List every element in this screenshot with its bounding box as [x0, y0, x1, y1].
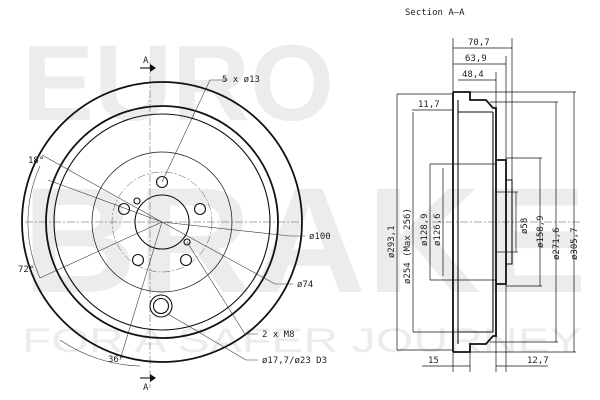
front-view: A A 5 x ø13 — [18, 56, 331, 393]
access-hole-outer — [149, 294, 173, 318]
thread-hole-2 — [183, 238, 191, 246]
bolt-hole-3 — [179, 253, 193, 267]
hub-face — [91, 151, 233, 293]
leader-angle-18 — [41, 154, 163, 223]
label-angle-72: 72° — [18, 265, 34, 275]
section-title: Section A–A — [405, 8, 465, 18]
pcd-circle — [111, 171, 213, 273]
section-marker-top: A — [143, 56, 149, 66]
leader-threads — [186, 241, 258, 335]
dim-126-6: ø126,6 — [433, 213, 443, 246]
bolt-hole-1 — [155, 175, 169, 189]
arc-36 — [59, 339, 141, 367]
watermark-line2: BRAKE — [22, 156, 587, 324]
arc-72 — [27, 165, 41, 279]
drum-outer-profile — [453, 91, 497, 353]
dim-254: ø254 (Max 256) — [403, 208, 413, 284]
bolt-hole-5 — [117, 202, 131, 216]
access-hole-inner — [152, 297, 170, 315]
leader-angle-18b — [47, 179, 163, 223]
leader-bolt-holes — [161, 79, 228, 183]
dim-305-7: ø305,7 — [570, 227, 580, 260]
center-bore — [134, 194, 190, 250]
thread-hole-1 — [133, 197, 141, 205]
dim-70-7: 70,7 — [468, 38, 490, 48]
label-d74: ø74 — [297, 280, 313, 290]
dim-271-6: ø271,6 — [552, 227, 562, 260]
dim-48-4: 48,4 — [462, 70, 484, 80]
bolt-hole-2 — [193, 202, 207, 216]
label-angle-36: 36° — [108, 355, 124, 365]
label-threads: 2 x M8 — [262, 330, 295, 340]
leader-access-hole — [167, 313, 258, 361]
watermark-tagline: FOR A SAFER JOURNEY — [22, 322, 582, 360]
leader-angle-72 — [39, 221, 163, 279]
dim-15: 15 — [428, 356, 439, 366]
dim-128-9: ø128,9 — [420, 213, 430, 246]
hub-pilot — [506, 179, 513, 265]
label-access-hole: ø17,7/ø23 D3 — [262, 356, 327, 366]
dim-58: ø58 — [520, 218, 530, 234]
dim-293-1: ø293,1 — [387, 225, 397, 258]
leader-d74 — [161, 221, 293, 285]
label-d100: ø100 — [309, 232, 331, 242]
section-view: Section A–A 70,7 63,9 48,4 11,7 ø293,1 — [387, 8, 580, 372]
section-arrowhead-bottom — [150, 374, 156, 382]
section-arrowhead-top — [150, 64, 156, 72]
dim-63-9: 63,9 — [465, 54, 487, 64]
dim-11-7: 11,7 — [418, 100, 440, 110]
label-angle-18: 18° — [28, 156, 44, 166]
leader-angle-36 — [119, 221, 163, 361]
drum-flange — [45, 105, 279, 339]
leader-d100 — [161, 221, 305, 237]
bolt-hole-4 — [131, 253, 145, 267]
dim-12-7: 12,7 — [527, 356, 549, 366]
drum-outer-edge — [21, 81, 303, 363]
drum-braking-surface — [53, 113, 271, 331]
dim-158-9: ø158,9 — [536, 215, 546, 248]
label-bolt-holes: 5 x ø13 — [222, 75, 260, 85]
section-marker-bottom: A — [143, 383, 149, 393]
hub-flange — [496, 159, 507, 285]
